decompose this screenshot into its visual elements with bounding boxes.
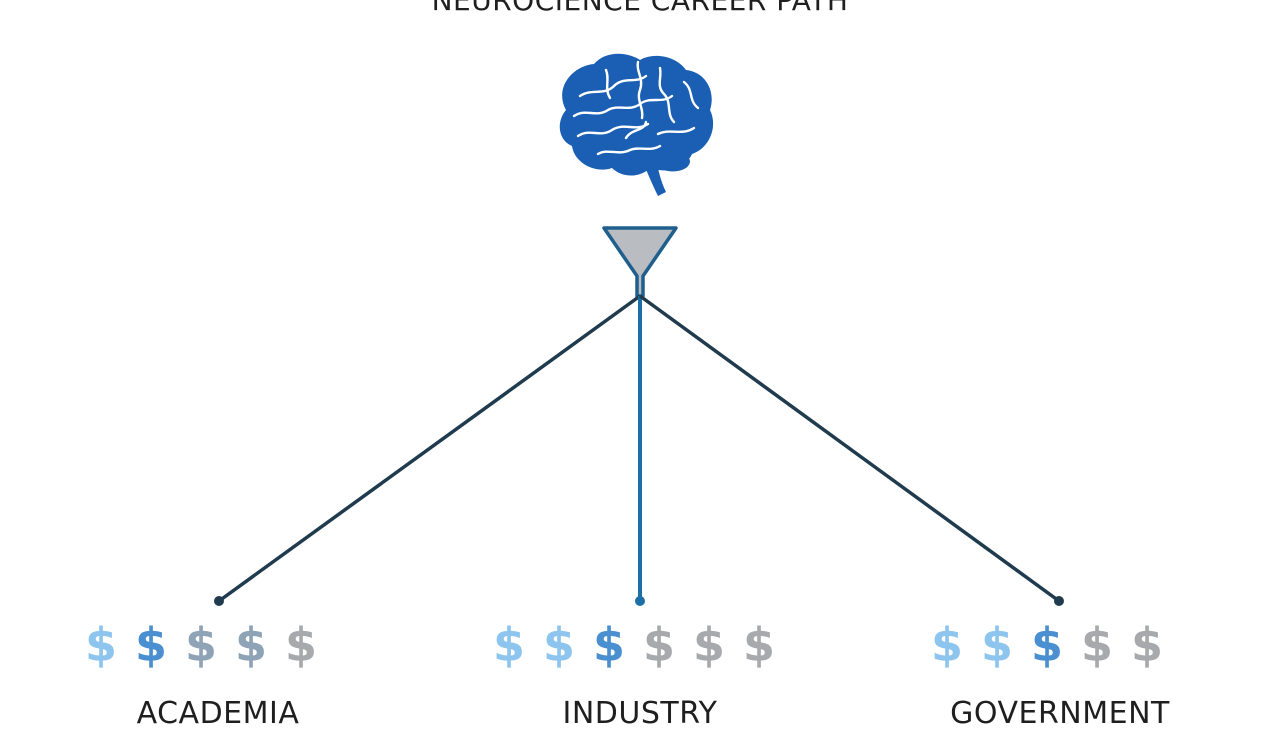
dollar-sign: $ [980,618,1013,672]
dollar-sign: $ [234,618,267,672]
dollar-sign: $ [1130,618,1163,672]
branch-node-government [1054,596,1064,606]
dollar-rating-academia: $ $ $ $ $ [76,610,356,680]
dollar-rating-industry: $ $ $ $ $ $ [484,610,796,680]
dollar-rating-government: $ $ $ $ $ [922,610,1202,680]
dollar-sign: $ [134,618,167,672]
brain-folds [572,60,700,156]
funnel-icon [602,226,678,298]
brain-stem [642,158,666,196]
branch-line-government [638,294,1061,603]
dollar-sign: $ [542,618,575,672]
brain-shape [559,53,714,176]
dollar-sign: $ [742,618,775,672]
path-label-government: GOVERNMENT [950,696,1170,731]
dollar-sign: $ [692,618,725,672]
dollar-sign: $ [84,618,117,672]
dollar-sign: $ [642,618,675,672]
path-label-industry: INDUSTRY [562,696,718,731]
dollar-sign: $ [592,618,625,672]
funnel-body [602,226,678,298]
dollar-sign: $ [930,618,963,672]
branch-line-academia [217,294,642,603]
brain-icon [559,53,714,196]
branch-node-academia [214,596,224,606]
dollar-sign: $ [284,618,317,672]
branch-node-industry [635,596,645,606]
dollar-sign: $ [1080,618,1113,672]
dollar-sign: $ [1030,618,1063,672]
dollar-sign: $ [184,618,217,672]
cerebellum [656,151,690,172]
path-label-academia: ACADEMIA [136,696,300,731]
page-title: NEUROCIENCE CAREER PATH [431,0,849,17]
dollar-sign: $ [492,618,525,672]
